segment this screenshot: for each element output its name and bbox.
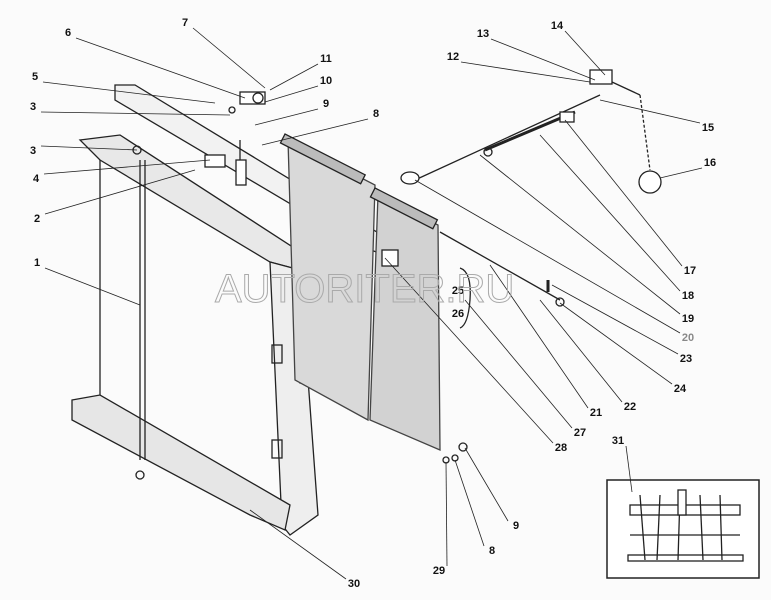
leader-line xyxy=(490,38,596,81)
leader-line xyxy=(464,447,509,522)
callout-label: 24 xyxy=(674,383,687,395)
leader-line xyxy=(464,299,573,429)
callout-label: 12 xyxy=(447,51,459,63)
callout-label: 6 xyxy=(65,27,71,39)
callout-label: 14 xyxy=(551,20,564,32)
leader-line xyxy=(460,61,591,83)
callout-label: 28 xyxy=(555,442,567,454)
control-rod xyxy=(400,69,662,307)
callout-label: 3 xyxy=(30,145,36,157)
leader-line xyxy=(40,145,138,151)
blind-panel-front xyxy=(369,187,441,451)
leader-line xyxy=(44,169,196,215)
callout-label: 27 xyxy=(574,427,586,439)
leader-line xyxy=(489,264,589,409)
leader-line xyxy=(43,159,211,175)
callout-labels: 7611105938342114131215161718192023242221… xyxy=(30,17,716,590)
callout-label: 9 xyxy=(513,520,519,532)
callout-label: 8 xyxy=(373,108,379,120)
callout-label: 22 xyxy=(624,401,636,413)
callout-label: 18 xyxy=(682,290,694,302)
leader-line xyxy=(414,179,681,334)
leader-line xyxy=(192,27,266,89)
callout-label: 23 xyxy=(680,353,692,365)
callout-label: 25 xyxy=(452,285,464,297)
leader-line xyxy=(625,445,633,493)
leader-line xyxy=(269,63,319,91)
callout-label: 29 xyxy=(433,565,445,577)
leader-line xyxy=(254,108,319,126)
leader-line xyxy=(564,30,606,76)
leader-line xyxy=(539,134,681,292)
leader-line xyxy=(659,167,703,179)
leader-line xyxy=(599,99,701,124)
callout-label: 13 xyxy=(477,28,489,40)
leader-line xyxy=(44,267,141,306)
callout-label: 19 xyxy=(682,313,694,325)
leader-lines xyxy=(40,27,703,580)
leader-line xyxy=(249,509,347,580)
leader-line xyxy=(539,299,623,403)
callout-label: 8 xyxy=(489,545,495,557)
callout-label: 11 xyxy=(320,53,332,65)
callout-label: 31 xyxy=(612,435,624,447)
bracket xyxy=(459,267,471,329)
leader-line xyxy=(564,119,683,267)
callout-label: 7 xyxy=(182,17,188,29)
leader-line xyxy=(454,459,485,547)
callout-label: 30 xyxy=(348,578,360,590)
callout-label: 4 xyxy=(33,173,40,185)
radiator-frame xyxy=(71,134,319,536)
leader-line xyxy=(264,85,319,103)
leader-line xyxy=(42,81,216,104)
callout-label: 15 xyxy=(702,122,714,134)
callout-label: 21 xyxy=(590,407,602,419)
leader-line xyxy=(551,284,679,355)
leader-line xyxy=(384,257,554,444)
callout-label: 9 xyxy=(323,98,329,110)
leader-line xyxy=(75,37,246,99)
leader-line xyxy=(445,461,448,567)
callout-label: 26 xyxy=(452,308,464,320)
callout-label: 10 xyxy=(320,75,332,87)
callout-label: 17 xyxy=(684,265,696,277)
callout-label: 1 xyxy=(34,257,40,269)
callout-label: 16 xyxy=(704,157,716,169)
inset-assembled-view xyxy=(606,479,760,579)
blind-panel-rear xyxy=(279,133,376,422)
leader-line xyxy=(559,302,673,385)
leader-line xyxy=(40,111,231,116)
callout-label: 5 xyxy=(32,71,38,83)
callout-label: 3 xyxy=(30,101,36,113)
leader-line xyxy=(261,118,369,146)
watermark: AUTORITER.RU xyxy=(215,267,514,311)
callout-label: 2 xyxy=(34,213,40,225)
leader-line xyxy=(479,154,681,315)
callout-label: 20 xyxy=(682,332,694,344)
